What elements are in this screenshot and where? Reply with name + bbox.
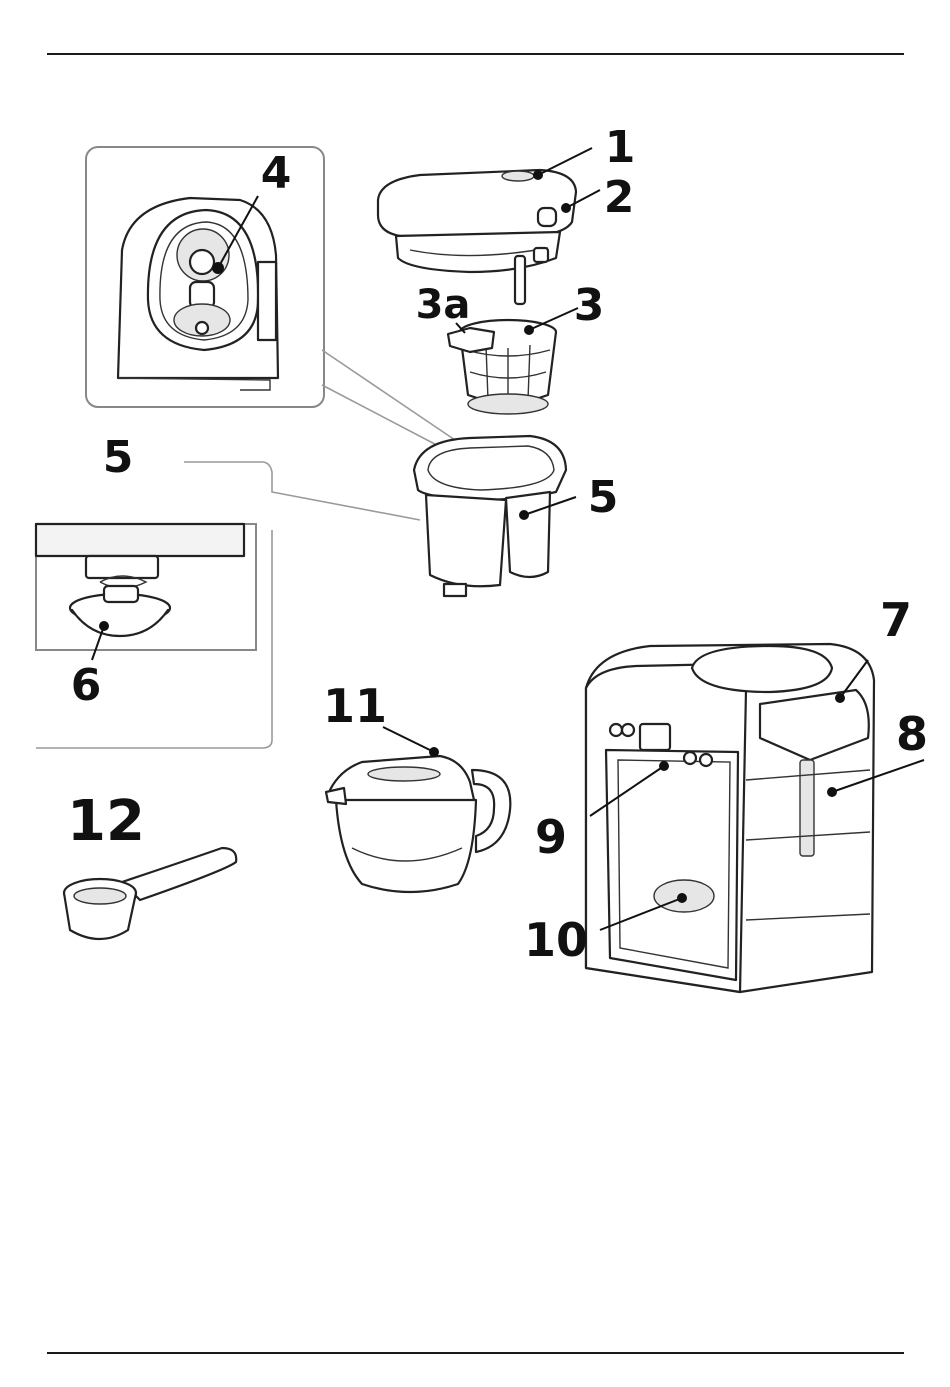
callout-2: 2 [604, 172, 635, 223]
machine-body [586, 644, 924, 992]
guide-line [322, 385, 450, 452]
filter-holder [414, 436, 576, 596]
callout-9: 9 [535, 810, 567, 864]
callout-5-left: 5 [103, 432, 134, 483]
carafe [326, 727, 510, 892]
footer-rule [47, 1352, 904, 1354]
callout-10: 10 [524, 913, 588, 967]
callout-3: 3 [574, 280, 605, 331]
guide-line [184, 462, 420, 520]
lid-assembly [378, 148, 600, 304]
callout-7: 7 [880, 593, 912, 647]
callout-3a: 3a [416, 282, 471, 328]
callout-12: 12 [67, 789, 145, 854]
callout-5-right: 5 [588, 472, 619, 523]
callout-6: 6 [71, 660, 102, 711]
callout-11: 11 [323, 679, 387, 733]
callout-1: 1 [605, 122, 636, 173]
callout-8: 8 [896, 707, 928, 761]
callout-4: 4 [261, 148, 292, 199]
detail-frame-6 [36, 524, 272, 748]
measuring-scoop [64, 848, 236, 939]
